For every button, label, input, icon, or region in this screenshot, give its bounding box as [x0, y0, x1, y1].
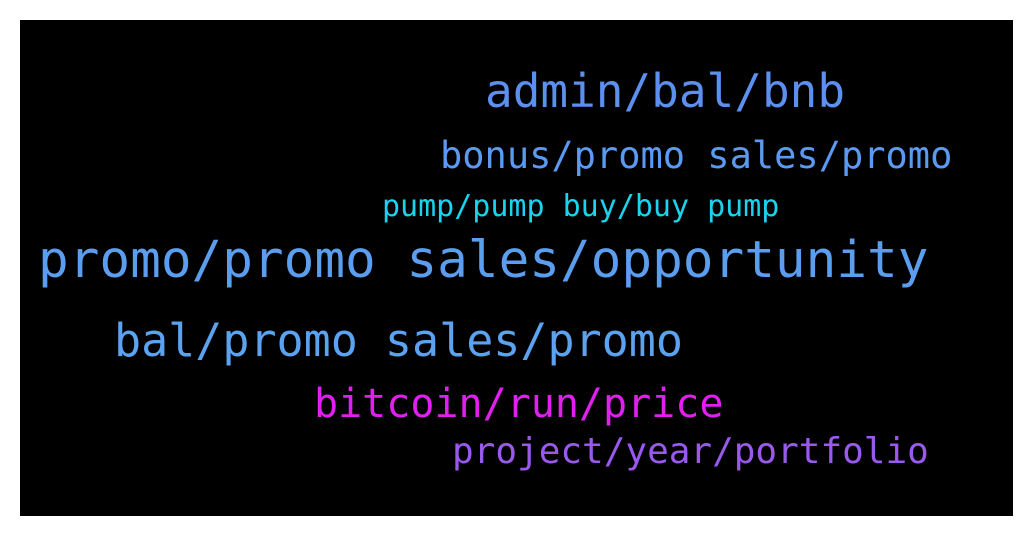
word-cloud-term: bonus/promo sales/promo — [440, 134, 953, 177]
word-cloud-term: pump/pump buy/buy pump — [382, 189, 780, 224]
word-cloud-term: bal/promo sales/promo — [114, 314, 683, 367]
word-cloud-term: admin/bal/bnb — [485, 64, 846, 118]
word-cloud-term: bitcoin/run/price — [314, 381, 724, 427]
word-cloud-term: project/year/portfolio — [452, 431, 929, 472]
word-cloud-term: promo/promo sales/opportunity — [38, 231, 929, 290]
word-cloud: admin/bal/bnb bonus/promo sales/promo pu… — [20, 20, 1013, 516]
